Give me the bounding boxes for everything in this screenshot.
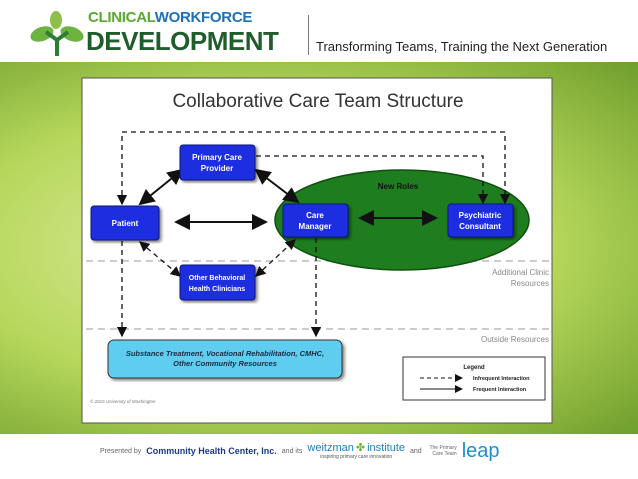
legend-frequent: Frequent Interaction [473,387,527,393]
footer-row: Presented by Community Health Center, In… [100,440,500,462]
primary-care-team: The Primary Care Team [429,445,457,457]
zone-clinic-label-2: Resources [511,279,549,288]
node-patient: Patient [90,205,160,241]
weitzman-logo: weitzman [307,442,354,454]
institute-logo: institute [367,442,406,454]
other-bh-label-1: Other Behavioral [189,275,245,282]
divider [308,15,309,55]
weitzman-top: weitzman ✤ institute [307,442,405,454]
community-label-2: Other Community Resources [173,359,277,368]
weitzman-tagline: inspiring primary care innovation [320,454,393,460]
pcp-label-2: Provider [201,164,233,173]
care-manager-label-2: Manager [299,222,332,231]
new-roles-label: New Roles [378,182,419,191]
and-its: and its [281,447,303,455]
logo-workforce: WORKFORCE [154,9,253,26]
legend: Legend Infrequent Interaction Frequent I… [402,356,546,401]
frequent-arrows [138,168,438,230]
leap-logo: leap [461,440,500,462]
legend-title: Legend [463,365,485,371]
copyright: © 2015 University of Washington [90,398,156,404]
footer: Presented by Community Health Center, In… [0,434,638,479]
other-bh-label-2: Health Clinicians [189,286,246,293]
logo-clinical: CLINICAL [88,9,155,26]
tagline: Transforming Teams, Training the Next Ge… [316,39,608,54]
weitzman-institute-logo: weitzman ✤ institute inspiring primary c… [307,442,405,460]
arrow-patient-pcp [138,168,184,206]
arrow-pcp-psychiatric [256,155,489,205]
infrequent-arrows [116,131,511,338]
node-community: Substance Treatment, Vocational Rehabili… [107,339,343,379]
chc-logo: Community Health Center, Inc. [146,445,277,456]
logo-line2: DEVELOPMENT [86,26,279,56]
community-label-1: Substance Treatment, Vocational Rehabili… [126,349,324,358]
and: and [410,447,422,455]
zone-outside-label: Outside Resources [481,335,549,344]
presented-by: Presented by [100,447,142,455]
patient-label: Patient [112,219,139,228]
care-manager-label-1: Care [306,211,324,220]
leaf-icon: ✤ [355,442,366,454]
arrow-pcp-caremanager [254,168,300,204]
header: CLINICALWORKFORCE DEVELOPMENT Transformi… [0,0,638,62]
arrow-patient-psychiatric [116,131,511,206]
pcp-label-1: Primary Care [192,153,242,162]
zone-clinic-label-1: Additional Clinic [492,268,549,277]
legend-infrequent: Infrequent Interaction [473,376,530,382]
logo-line1: CLINICALWORKFORCE [88,10,252,26]
psychiatric-label-2: Consultant [459,222,501,231]
tree-logo-icon [30,11,84,56]
psychiatric-label-1: Psychiatric [459,211,502,220]
diagram-title: Collaborative Care Team Structure [172,91,463,112]
